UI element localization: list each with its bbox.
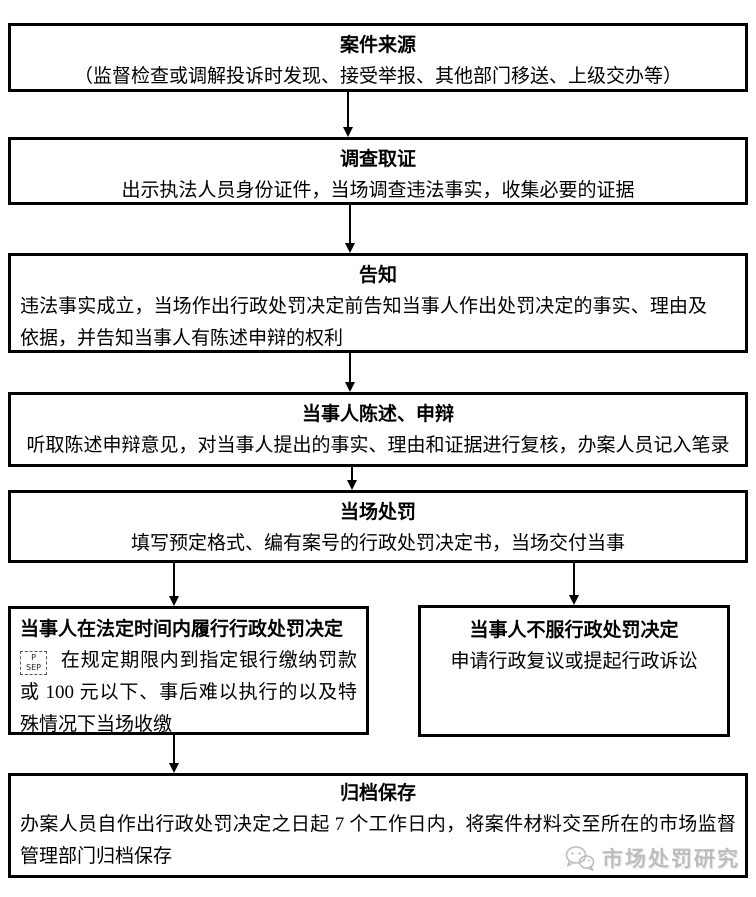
flow-box-statement-defense: 当事人陈述、申辩 听取陈述申辩意见，对当事人提出的事实、理由和证据进行复核，办案… [8,392,748,467]
box-title: 当事人在法定时间内履行行政处罚决定 [20,619,344,640]
box-body: 听取陈述申辩意见，对当事人提出的事实、理由和证据进行复核，办案人员记入笔录 [26,435,730,456]
flow-arrow [169,563,179,606]
box-body: （监督检查或调解投诉时发现、接受举报、其他部门移送、上级交办等） [73,66,682,87]
flow-box-case-source: 案件来源 （监督检查或调解投诉时发现、接受举报、其他部门移送、上级交办等） [8,23,748,92]
flow-box-object: 当事人不服行政处罚决定 申请行政复议或提起行政诉讼 [418,605,730,737]
box-body: 违法事实成立，当场作出行政处罚决定前告知当事人作出处罚决定的事实、理由及依据，并… [20,296,707,349]
box-title: 案件来源 [339,35,416,56]
flow-box-notification: 告知 违法事实成立，当场作出行政处罚决定前告知当事人作出处罚决定的事实、理由及依… [8,253,748,353]
flow-box-archive: 归档保存 办案人员自作出行政处罚决定之日起 7 个工作日内，将案件材料交至所在的… [8,773,748,878]
flow-box-onsite-penalty: 当场处罚 填写预定格式、编有案号的行政处罚决定书，当场交付当事 [8,490,748,563]
box-title: 归档保存 [339,783,416,804]
box-title: 当事人不服行政处罚决定 [469,620,679,641]
box-title: 告知 [358,265,397,286]
box-body: 出示执法人员身份证件，当场调查违法事实，收集必要的证据 [121,180,635,201]
box-body: 填写预定格式、编有案号的行政处罚决定书，当场交付当事 [130,533,625,554]
flow-arrow [345,353,355,392]
box-title: 调查取证 [339,149,416,170]
flow-arrow [169,735,179,773]
flow-arrow [343,92,353,137]
box-body: 申请行政复议或提起行政诉讼 [450,651,698,672]
flow-arrow [569,563,579,605]
box-title: 当事人陈述、申辩 [301,404,454,425]
flow-box-investigation: 调查取证 出示执法人员身份证件，当场调查违法事实，收集必要的证据 [8,137,748,205]
flow-arrow [347,467,357,490]
watermark-label: 市场处罚研究 [602,847,740,871]
watermark: 市场处罚研究 [565,843,740,873]
flow-arrow [345,205,355,253]
wechat-icon [565,846,595,871]
box-title: 当场处罚 [339,502,416,523]
box-body: 办案人员自作出行政处罚决定之日起 7 个工作日内，将案件材料交至所在的市场监督管… [20,814,736,867]
